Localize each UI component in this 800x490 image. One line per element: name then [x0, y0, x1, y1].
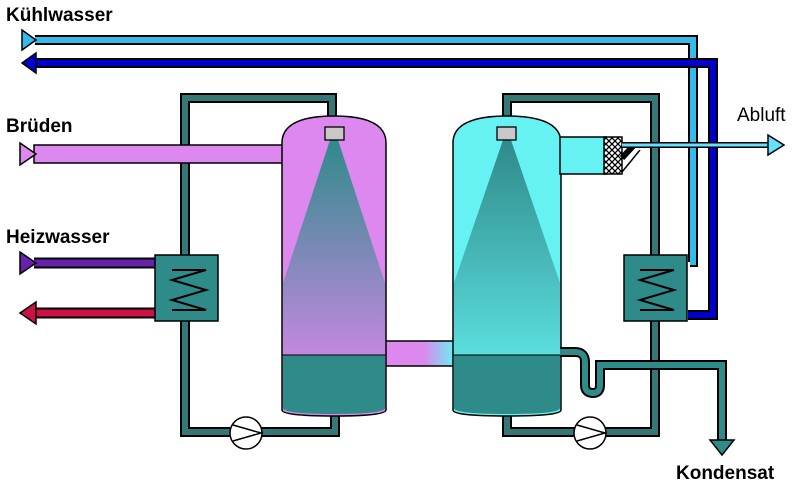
cooling-water-return-pipe	[35, 58, 718, 320]
label-kuehlwasser: Kühlwasser	[6, 5, 113, 26]
evaporator-circulation-pipe	[180, 93, 340, 437]
heating-water-in-arrow-icon	[19, 250, 38, 276]
condenser-spray-cone	[454, 140, 560, 355]
heating-water-out-arrow-icon	[18, 300, 37, 326]
cooling-water-supply-pipe	[35, 35, 698, 267]
label-brueden: Brüden	[6, 116, 73, 137]
exhaust-out-arrow-icon	[767, 133, 786, 157]
condenser-circulation-pipe	[502, 93, 660, 437]
evaporator-pump-icon	[229, 416, 264, 450]
vapor-inlet-pipe	[33, 144, 287, 164]
heating-heat-exchanger-icon	[154, 254, 219, 322]
cooling-heat-exchanger-icon	[623, 254, 688, 322]
condenser-pump-icon	[573, 416, 608, 450]
cooling-water-out-arrow-icon	[20, 51, 37, 75]
vapor-inlet-arrow-icon	[19, 141, 38, 167]
cooling-water-in-arrow-icon	[21, 28, 38, 52]
condenser-spray-nozzle-icon	[496, 126, 517, 141]
filter-icon	[603, 136, 623, 175]
condenser-vessel	[452, 115, 562, 417]
connecting-duct	[383, 340, 457, 367]
exhaust-duct	[559, 136, 607, 175]
evaporator-vessel	[281, 115, 387, 417]
label-kondensat: Kondensat	[676, 463, 775, 484]
label-heizwasser: Heizwasser	[6, 227, 110, 248]
evaporator-spray-nozzle-icon	[324, 126, 345, 141]
condensate-pipe	[560, 347, 727, 440]
evaporator-spray-cone	[283, 140, 385, 355]
condensate-out-arrow-icon	[708, 439, 736, 457]
label-abluft: Abluft	[737, 105, 786, 126]
